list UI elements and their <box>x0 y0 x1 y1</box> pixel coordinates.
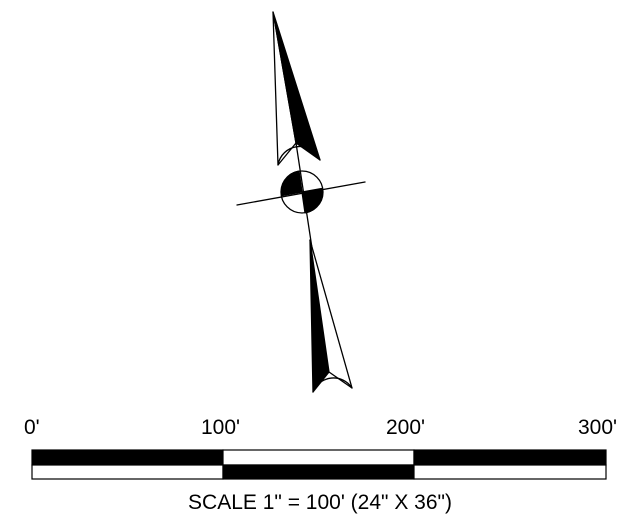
center-circle <box>280 170 324 214</box>
scale-segment-bottom-3 <box>413 464 607 480</box>
tick-label-0: 0' <box>24 416 40 439</box>
center-circle-quadrant-bottom-right <box>301 187 324 214</box>
scale-segment-bottom-1 <box>31 464 224 480</box>
scale-bar-tick-labels: 0' 100' 200' 300' <box>24 416 617 439</box>
tick-label-200: 200' <box>386 416 425 439</box>
scale-segment-bottom-2 <box>222 464 415 480</box>
tick-label-300: 300' <box>578 416 617 439</box>
tick-label-100: 100' <box>201 416 240 439</box>
scale-segment-top-2 <box>222 449 415 466</box>
south-needle-white-half <box>309 239 353 389</box>
north-arrow <box>236 11 366 393</box>
scale-bar <box>31 449 607 480</box>
crosshair-horizontal <box>236 181 366 206</box>
scale-caption: SCALE 1" = 100' (24" X 36") <box>188 491 452 514</box>
north-needle-black-half <box>272 11 321 161</box>
scale-segment-top-3 <box>413 449 607 466</box>
south-needle-base-arc <box>312 377 353 393</box>
center-circle-quadrant-top-left <box>280 170 303 197</box>
scale-segment-top-1 <box>31 449 224 466</box>
